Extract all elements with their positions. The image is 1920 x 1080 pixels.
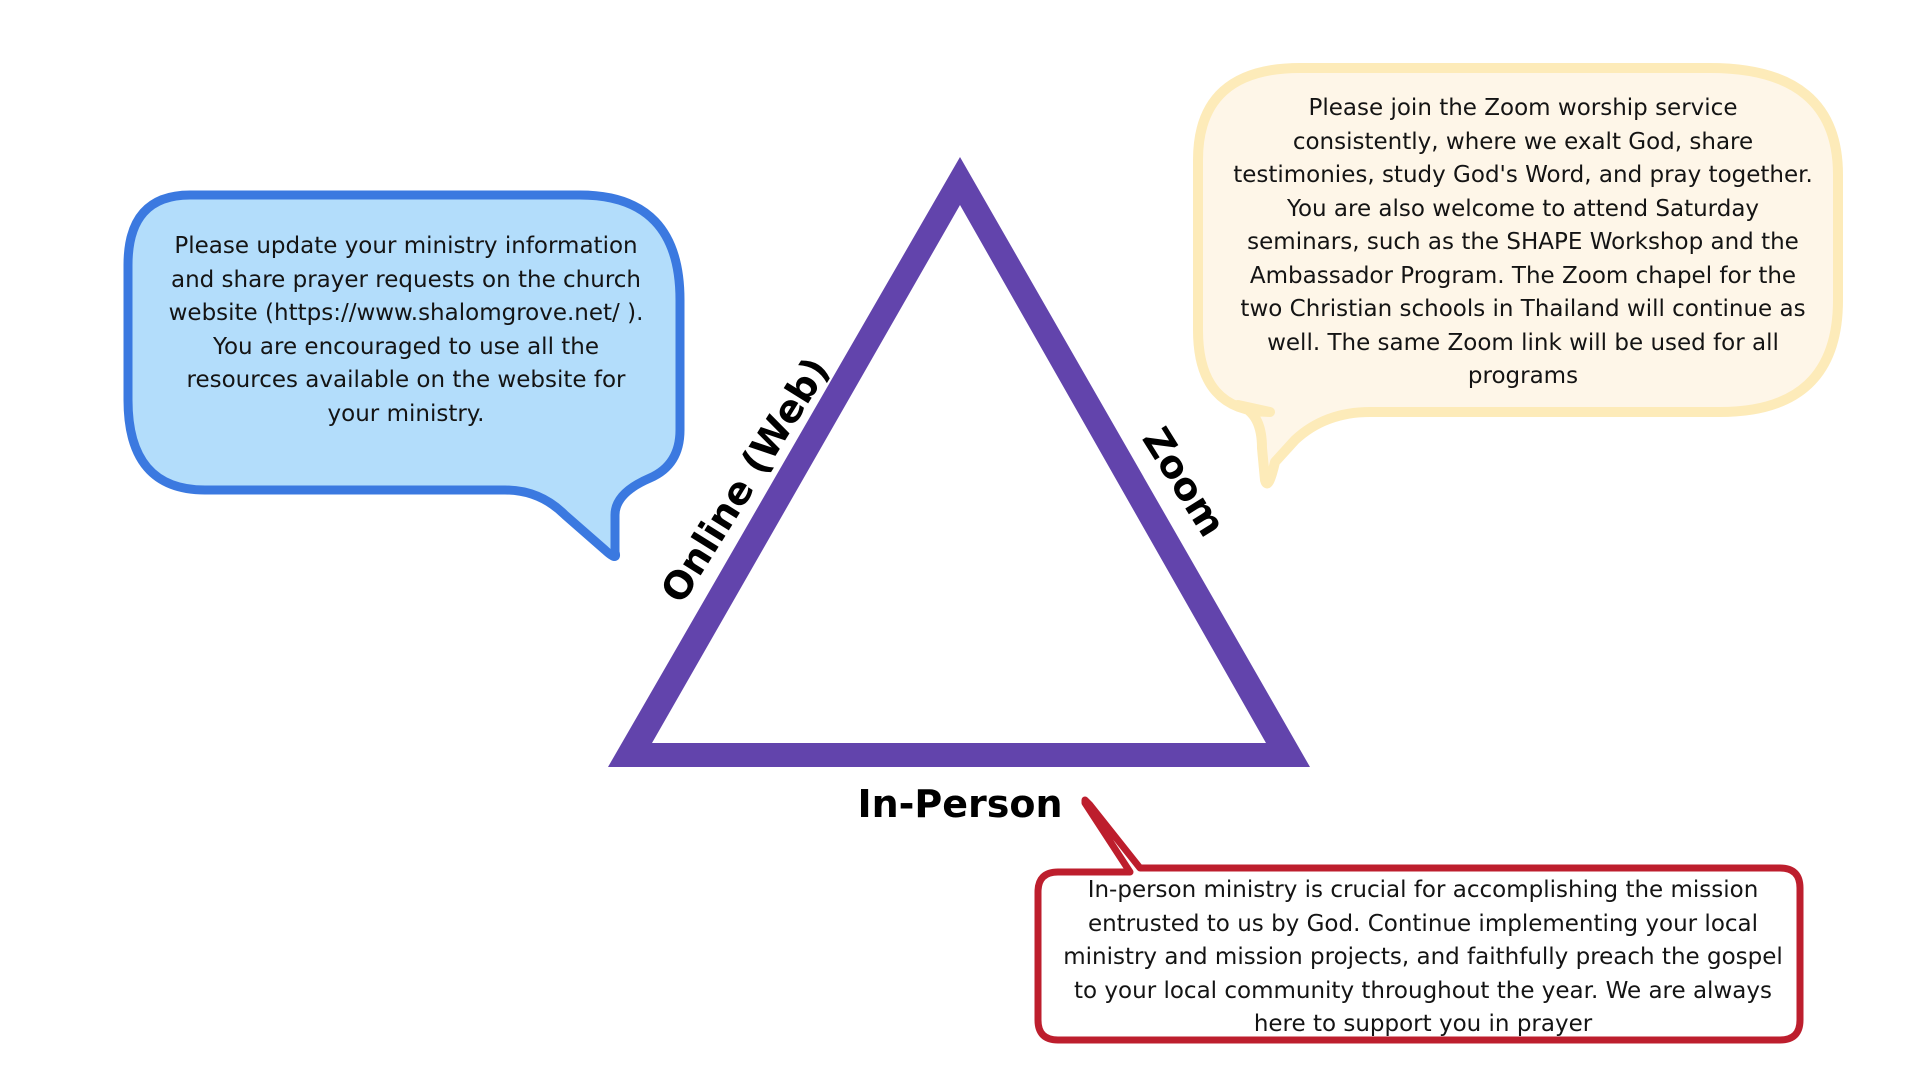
- web-bubble-text: Please update your ministry information …: [168, 233, 644, 427]
- in-person-bubble-text: In-person ministry is crucial for accomp…: [1063, 877, 1783, 1037]
- speech-bubble-web: [123, 190, 685, 561]
- speech-bubble-in-person: [1034, 796, 1804, 1044]
- label-in-person: In-Person: [857, 782, 1063, 826]
- zoom-bubble-text: Please join the Zoom worship service con…: [1233, 95, 1813, 389]
- speech-bubble-zoom: [1193, 63, 1843, 489]
